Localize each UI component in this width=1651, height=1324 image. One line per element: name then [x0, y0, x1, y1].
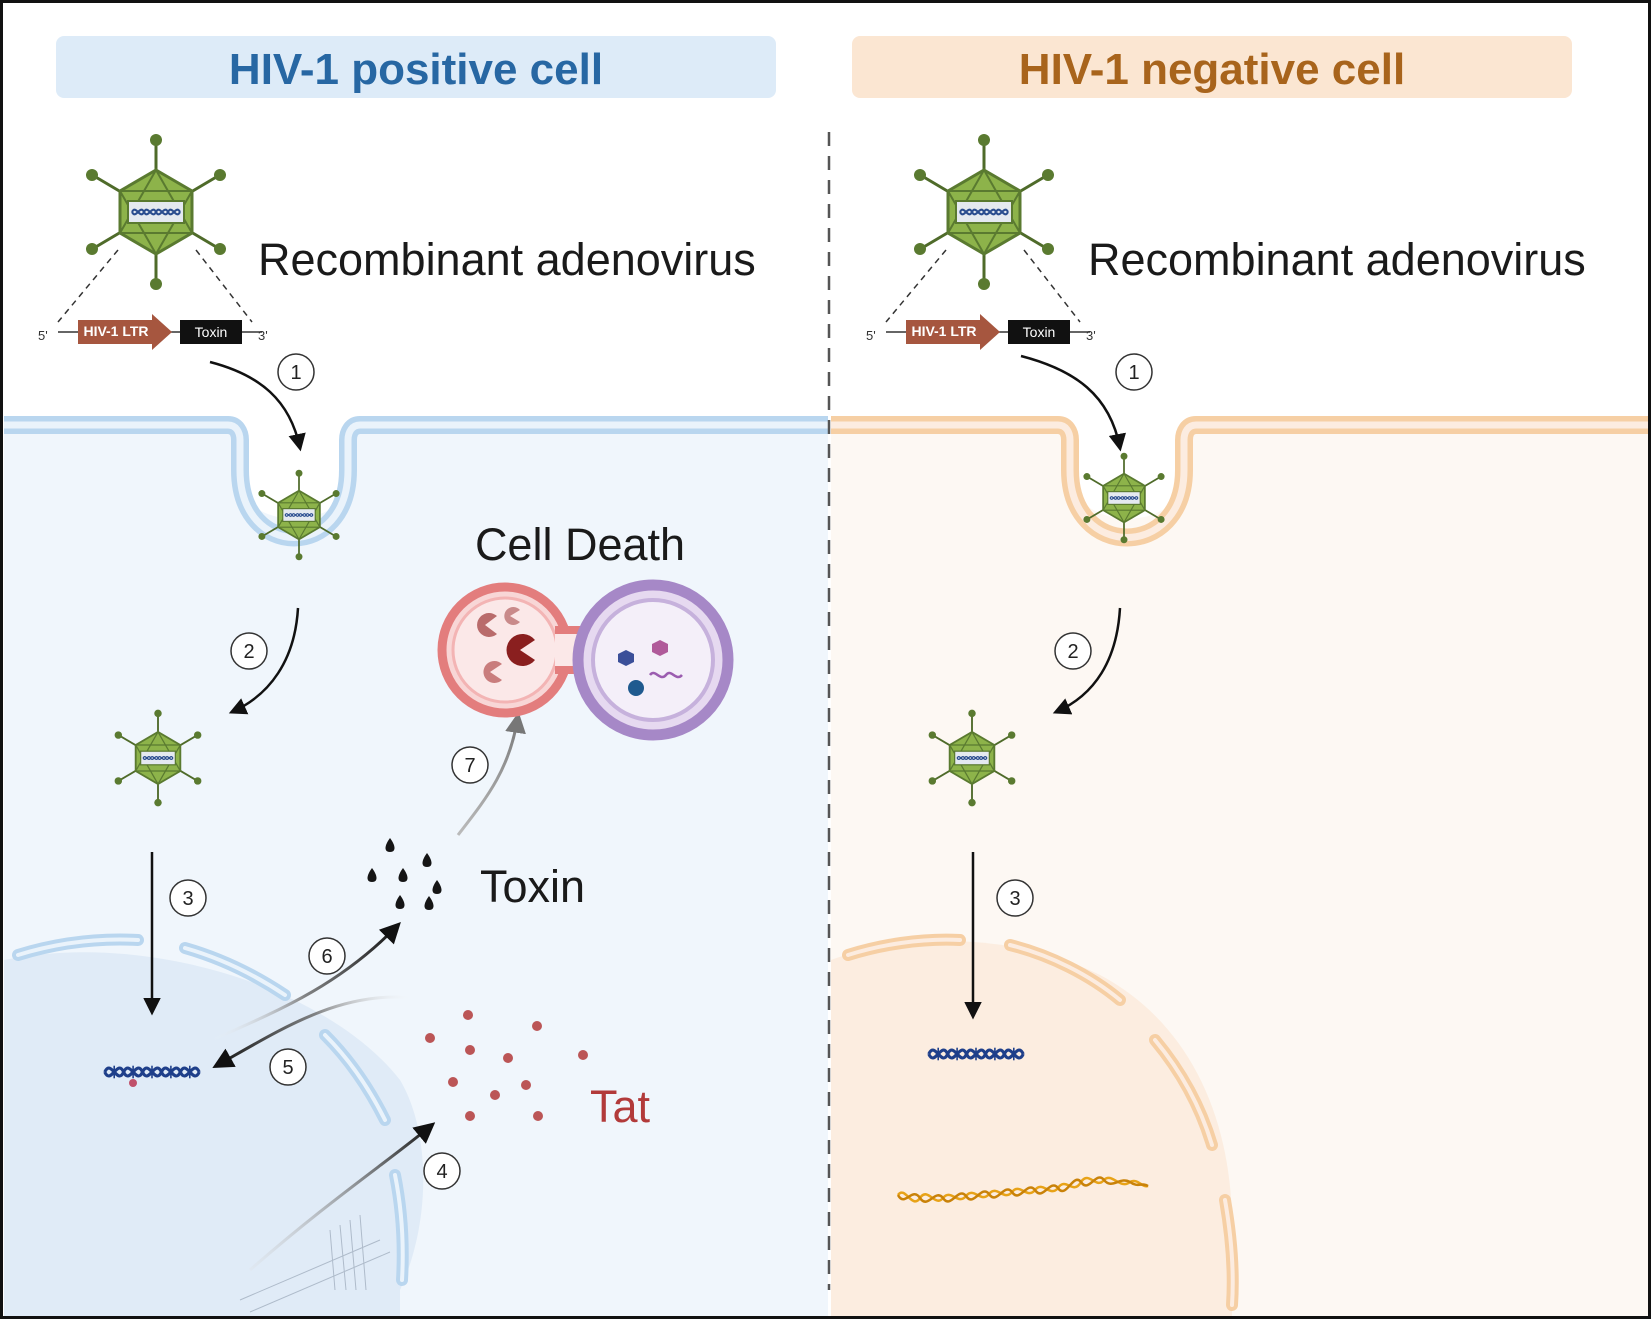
gene-cassette: 5' HIV-1 LTR Toxin 3': [866, 314, 1096, 350]
toxin-label: Toxin: [480, 861, 585, 912]
step-5-arrow: [212, 995, 416, 1069]
svg-text:6: 6: [321, 946, 332, 968]
svg-text:1: 1: [1128, 362, 1139, 384]
host-chromosome-icon: [896, 1176, 1149, 1203]
step-1-arrow: [209, 360, 306, 452]
toxin-gene-label: Toxin: [1023, 324, 1056, 340]
step-2-arrow: [228, 607, 300, 715]
three-prime-label: 3': [258, 328, 268, 343]
svg-text:4: 4: [436, 1161, 447, 1183]
five-prime-label: 5': [866, 328, 876, 343]
step-7-marker: 7: [451, 746, 489, 784]
step-1-arrow: [1020, 354, 1126, 452]
step-1-marker: 1: [1115, 353, 1153, 391]
cassette-guide-lines: [57, 249, 253, 323]
toxin-particles: [367, 838, 442, 910]
cell-death-label: Cell Death: [475, 519, 685, 570]
svg-text:2: 2: [1067, 641, 1078, 663]
tat-label: Tat: [590, 1081, 651, 1132]
svg-text:5: 5: [282, 1057, 293, 1079]
gene-cassette: 5' HIV-1 LTR Toxin 3': [38, 314, 268, 350]
step-2-marker: 2: [230, 632, 268, 670]
tat-bound-dot: [129, 1079, 137, 1087]
toxin-gene-box: [180, 320, 242, 344]
tat-protein-dots: [425, 1010, 588, 1121]
step-5-marker: 5: [269, 1048, 307, 1086]
step-2-arrow: [1052, 607, 1122, 715]
step-6-marker: 6: [308, 937, 346, 975]
toxin-gene-box: [1008, 320, 1070, 344]
toxin-gene-label: Toxin: [195, 324, 228, 340]
step-3-marker: 3: [996, 879, 1034, 917]
svg-text:2: 2: [243, 641, 254, 663]
positive-title-banner: [56, 36, 776, 98]
svg-text:1: 1: [290, 362, 301, 384]
svg-text:3: 3: [1009, 888, 1020, 910]
cassette-guide-lines: [885, 249, 1081, 323]
five-prime-label: 5': [38, 328, 48, 343]
positive-title: HIV-1 positive cell: [229, 45, 603, 94]
step-4-marker: 4: [423, 1152, 461, 1190]
step-4-arrow: [249, 1122, 436, 1272]
ltr-label: HIV-1 LTR: [83, 323, 148, 339]
left-panel: HIV-1 positive cell Recombinant adenovir…: [4, 36, 828, 1316]
svg-text:7: 7: [464, 755, 475, 777]
positive-nucleus: [4, 952, 424, 1316]
svg-text:3: 3: [182, 888, 193, 910]
ltr-label: HIV-1 LTR: [911, 323, 976, 339]
step-6-arrow: [211, 921, 401, 1042]
negative-nucleus: [831, 941, 1232, 1316]
nuclear-pore-texture: [239, 1214, 391, 1313]
right-panel: HIV-1 negative cell Recombinant adenovir…: [831, 36, 1648, 1316]
step-2-marker: 2: [1054, 632, 1092, 670]
apoptotic-cell-icon: [437, 579, 734, 741]
vector-label: Recombinant adenovirus: [258, 234, 756, 285]
vector-label: Recombinant adenovirus: [1088, 234, 1586, 285]
step-7-arrow: [456, 711, 526, 836]
step-3-marker: 3: [169, 879, 207, 917]
ltr-promoter-arrow: [78, 314, 172, 350]
negative-title: HIV-1 negative cell: [1019, 45, 1405, 94]
three-prime-label: 3': [1086, 328, 1096, 343]
ltr-promoter-arrow: [906, 314, 1000, 350]
negative-title-banner: [852, 36, 1572, 98]
step-1-marker: 1: [277, 353, 315, 391]
